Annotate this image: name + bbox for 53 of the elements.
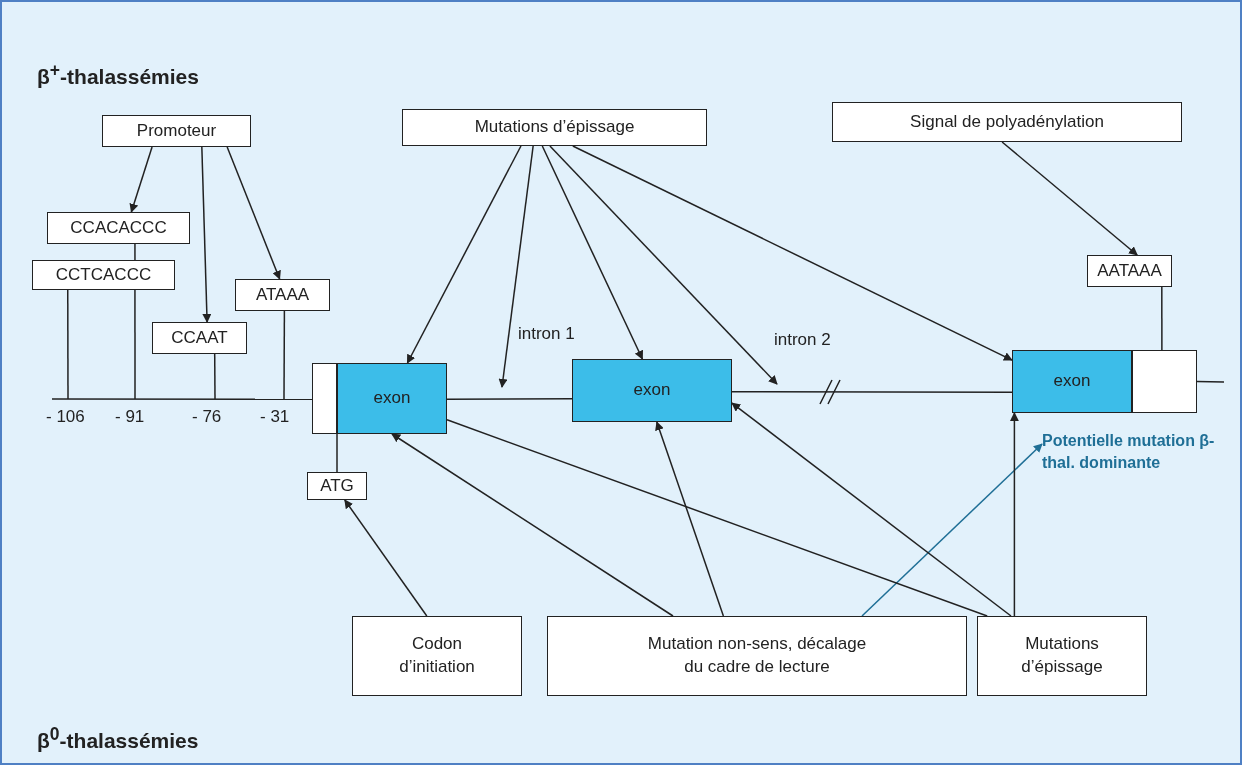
promoter-box: Promoteur — [102, 115, 251, 147]
mutation-label-box: Mutations d’épissage — [977, 616, 1147, 696]
intron-label: intron 1 — [518, 324, 575, 344]
position-label: - 76 — [192, 407, 222, 427]
exon-box: exon — [337, 363, 447, 434]
arrow — [541, 145, 644, 360]
position-label: - 106 — [46, 407, 85, 427]
gene-line — [51, 398, 313, 400]
arrow — [655, 421, 725, 617]
arrow — [498, 145, 534, 388]
leader-line — [134, 289, 136, 400]
leader-line — [336, 433, 338, 473]
arrow — [572, 145, 1013, 361]
arrow — [129, 146, 153, 213]
codon-box: ATG — [307, 472, 367, 500]
annotation-text: Potentielle mutation β-thal. dominante — [1042, 430, 1217, 500]
gene-line — [731, 391, 1013, 393]
utr-box — [1132, 350, 1197, 413]
signal-label-box: Signal de polyadénylation — [832, 102, 1182, 142]
position-label: - 31 — [260, 407, 290, 427]
exon-box: exon — [572, 359, 732, 422]
arrow — [1009, 412, 1019, 617]
arrow — [731, 402, 1012, 617]
exon-box: exon — [1012, 350, 1132, 413]
line — [446, 419, 988, 617]
arrow — [549, 145, 778, 385]
intron-label: intron 2 — [774, 330, 831, 350]
leader-line — [134, 243, 136, 261]
leader-line — [213, 353, 216, 400]
position-label: - 91 — [115, 407, 145, 427]
section-heading: β$^{+}$-thalassémies — [37, 60, 199, 89]
gene-line — [446, 397, 573, 400]
gene-line — [1196, 380, 1225, 383]
sequence-box: AATAAA — [1087, 255, 1172, 287]
section-heading: β$^{0}$-thalassémies — [37, 724, 199, 753]
sequence-box: CCTCACCC — [32, 260, 175, 290]
arrow — [406, 145, 522, 364]
sequence-box: ATAAA — [235, 279, 330, 311]
arrow — [344, 499, 428, 617]
sequence-box: CCACACCC — [47, 212, 190, 244]
leader-line — [67, 289, 69, 400]
arrow — [391, 433, 674, 617]
sequence-box: CCAAT — [152, 322, 247, 354]
arrow — [226, 146, 281, 280]
utr-box — [312, 363, 337, 434]
arrow — [1001, 141, 1138, 256]
arrow — [201, 146, 212, 323]
leader-line — [283, 310, 286, 400]
mutation-label-box: Mutation non-sens, décalage du cadre de lecture — [547, 616, 967, 696]
leader-line — [1161, 286, 1163, 351]
mutation-label-box: Mutations d’épissage — [402, 109, 707, 146]
arrow — [861, 443, 1043, 617]
mutation-label-box: Codon d’initiation — [352, 616, 522, 696]
